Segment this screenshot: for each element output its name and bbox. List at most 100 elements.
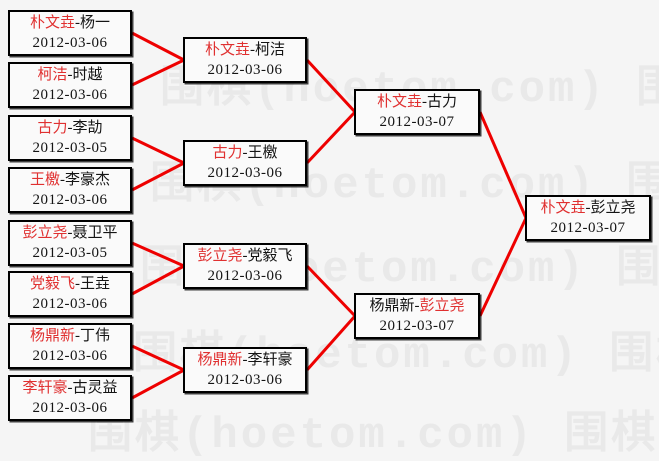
connector-line (131, 58, 185, 87)
match-players: 朴文垚-古力 (377, 92, 457, 112)
player-name-second: 杨一 (80, 15, 111, 31)
players-separator: - (60, 172, 65, 188)
match-players: 彭立尧-聂卫平 (22, 223, 117, 243)
players-separator: - (422, 94, 427, 110)
connector-line (478, 111, 528, 219)
match-players: 朴文垚-彭立尧 (540, 198, 635, 218)
match-date: 2012-03-05 (32, 245, 108, 261)
player-name-second: 党毅飞 (247, 248, 293, 264)
match-box[interactable]: 朴文垚-古力 2012-03-07 (354, 89, 480, 135)
match-box[interactable]: 王檄-李豪杰 2012-03-06 (8, 167, 132, 213)
connector-line (131, 264, 185, 296)
player-name-first: 朴文垚 (540, 200, 586, 216)
player-name-first: 彭立尧 (197, 248, 243, 264)
player-name-first: 杨鼎新 (369, 298, 415, 314)
players-separator: - (67, 67, 73, 83)
match-players: 李轩豪-古灵益 (22, 378, 117, 398)
match-players: 党毅飞-王垚 (30, 274, 110, 294)
match-date: 2012-03-07 (379, 114, 455, 130)
match-date: 2012-03-06 (32, 35, 108, 51)
match-players: 彭立尧-党毅飞 (197, 246, 292, 266)
player-name-second: 古力 (427, 94, 458, 110)
match-box[interactable]: 朴文垚-柯洁 2012-03-06 (183, 37, 307, 83)
player-name-first: 王檄 (29, 172, 60, 188)
player-name-second: 李轩豪 (247, 352, 293, 368)
connector-line (131, 368, 185, 400)
match-players: 杨鼎新-李轩豪 (197, 350, 292, 370)
players-separator: - (75, 15, 80, 31)
match-box[interactable]: 杨鼎新-李轩豪 2012-03-06 (183, 347, 307, 393)
match-date: 2012-03-06 (207, 62, 283, 78)
players-separator: - (242, 145, 248, 161)
connector-line (478, 217, 528, 317)
players-separator: - (75, 328, 80, 344)
connector-line (305, 315, 357, 371)
players-separator: - (242, 352, 248, 368)
player-name-first: 李轩豪 (22, 380, 68, 396)
match-date: 2012-03-06 (207, 268, 283, 284)
match-date: 2012-03-07 (550, 220, 626, 236)
match-date: 2012-03-07 (379, 318, 455, 334)
bracket-connectors (131, 31, 528, 400)
player-name-second: 丁伟 (80, 328, 111, 344)
player-name-first: 古力 (37, 120, 68, 136)
player-name-first: 柯洁 (37, 67, 68, 83)
match-players: 朴文垚-柯洁 (205, 40, 285, 60)
connector-line (131, 161, 185, 192)
player-name-first: 彭立尧 (22, 225, 68, 241)
player-name-first: 杨鼎新 (197, 352, 243, 368)
players-separator: - (67, 225, 73, 241)
match-box[interactable]: 古力-李劼 2012-03-05 (8, 115, 132, 161)
player-name-second: 李劼 (72, 120, 103, 136)
connector-line (305, 58, 357, 114)
match-players: 古力-王檄 (212, 143, 277, 163)
match-players: 杨鼎新-丁伟 (30, 326, 110, 346)
player-name-second: 王檄 (247, 145, 278, 161)
player-name-second: 王垚 (80, 276, 111, 292)
players-separator: - (242, 248, 248, 264)
match-box[interactable]: 杨鼎新-丁伟 2012-03-06 (8, 323, 132, 369)
match-date: 2012-03-05 (32, 140, 108, 156)
match-players: 朴文垚-杨一 (30, 13, 110, 33)
player-name-first: 朴文垚 (204, 42, 250, 58)
match-players: 古力-李劼 (37, 118, 102, 138)
match-box[interactable]: 李轩豪-古灵益 2012-03-06 (8, 375, 132, 421)
match-box[interactable]: 彭立尧-党毅飞 2012-03-06 (183, 243, 307, 289)
player-name-first: 杨鼎新 (29, 328, 75, 344)
connector-line (305, 110, 357, 165)
match-date: 2012-03-06 (32, 192, 108, 208)
player-name-first: 朴文垚 (29, 15, 75, 31)
connector-line (131, 344, 185, 372)
player-name-second: 彭立尧 (419, 298, 465, 314)
player-name-second: 李豪杰 (65, 172, 111, 188)
players-separator: - (67, 120, 73, 136)
player-name-second: 柯洁 (255, 42, 286, 58)
player-name-first: 党毅飞 (29, 276, 75, 292)
connector-line (131, 136, 185, 165)
player-name-first: 古力 (212, 145, 243, 161)
match-box[interactable]: 古力-王檄 2012-03-06 (183, 140, 307, 186)
match-players: 王檄-李豪杰 (30, 170, 110, 190)
match-date: 2012-03-06 (32, 87, 108, 103)
match-date: 2012-03-06 (32, 348, 108, 364)
match-box[interactable]: 彭立尧-聂卫平 2012-03-05 (8, 220, 132, 266)
match-date: 2012-03-06 (207, 165, 283, 181)
match-date: 2012-03-06 (32, 296, 108, 312)
match-players: 柯洁-时越 (37, 65, 102, 85)
players-separator: - (250, 42, 255, 58)
players-separator: - (585, 200, 591, 216)
match-box[interactable]: 党毅飞-王垚 2012-03-06 (8, 271, 132, 317)
player-name-second: 时越 (72, 67, 103, 83)
connector-line (131, 241, 185, 268)
match-box[interactable]: 朴文垚-彭立尧 2012-03-07 (525, 195, 651, 241)
connector-line (305, 264, 357, 318)
player-name-second: 聂卫平 (72, 225, 118, 241)
match-box[interactable]: 柯洁-时越 2012-03-06 (8, 62, 132, 108)
match-box[interactable]: 杨鼎新-彭立尧 2012-03-07 (354, 293, 480, 339)
players-separator: - (75, 276, 80, 292)
match-box[interactable]: 朴文垚-杨一 2012-03-06 (8, 10, 132, 56)
player-name-second: 古灵益 (72, 380, 118, 396)
match-date: 2012-03-06 (207, 372, 283, 388)
match-players: 杨鼎新-彭立尧 (369, 296, 464, 316)
players-separator: - (414, 298, 420, 314)
